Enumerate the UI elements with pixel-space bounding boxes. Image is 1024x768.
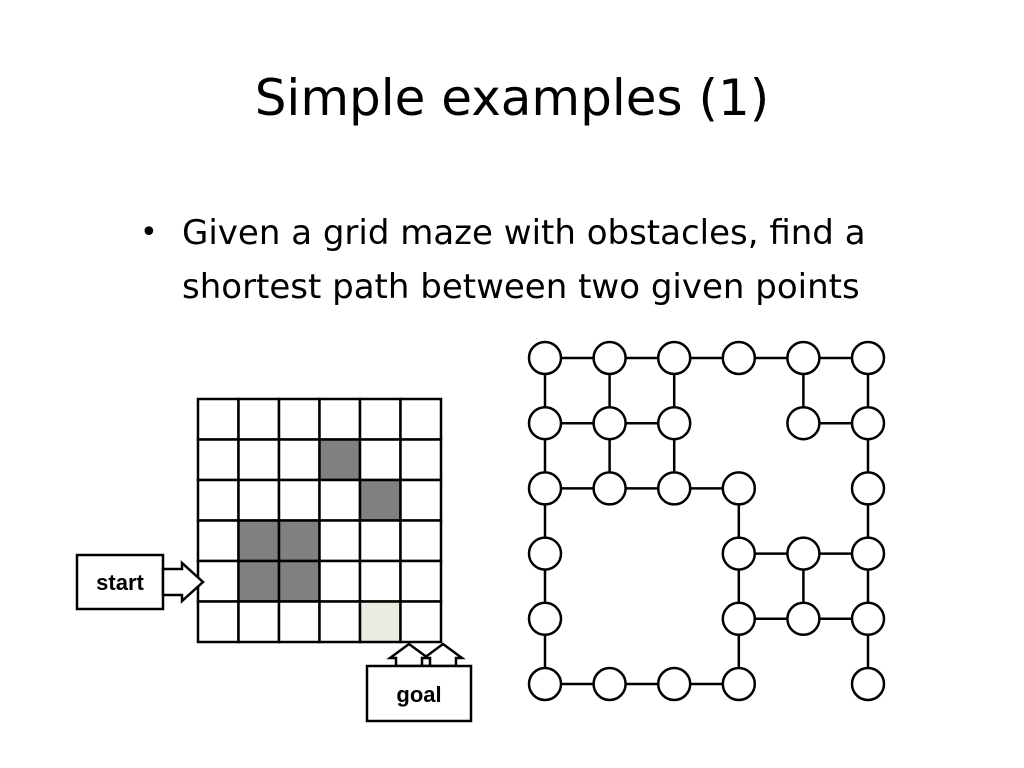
maze-cell — [399, 397, 443, 441]
graph-node — [850, 601, 886, 637]
goal-label: goal — [396, 682, 441, 707]
maze-cell — [358, 559, 402, 603]
maze-cell — [399, 478, 443, 522]
maze-cell — [358, 438, 402, 482]
graph-node — [721, 471, 757, 506]
maze-cell — [318, 519, 362, 563]
maze-cell — [358, 397, 402, 441]
maze-cell — [237, 397, 281, 441]
grid-graph — [527, 340, 886, 702]
graph-node — [786, 340, 821, 376]
graph-node — [656, 405, 692, 441]
maze-cell — [318, 478, 362, 522]
maze-cell — [399, 559, 443, 603]
maze-goal-cell — [358, 600, 402, 644]
maze-cell — [399, 519, 443, 563]
graph-node — [592, 471, 627, 506]
graph-node — [850, 340, 886, 376]
graph-node — [527, 471, 563, 506]
maze-obstacle-cell — [277, 519, 321, 563]
maze-cell — [196, 478, 240, 522]
graph-node — [592, 405, 627, 441]
goal-arrow-icon — [386, 642, 466, 668]
graph-node — [786, 536, 821, 571]
maze-cell — [318, 559, 362, 603]
maze-cell — [358, 519, 402, 563]
maze-cell — [399, 600, 443, 644]
bullet-list: • Given a grid maze with obstacles, find… — [140, 206, 960, 314]
bullet-item: • Given a grid maze with obstacles, find… — [140, 206, 960, 314]
graph-node — [850, 536, 886, 571]
graph-node — [721, 666, 757, 702]
maze-cell — [196, 397, 240, 441]
graph-node — [850, 666, 886, 702]
bullet-marker: • — [140, 215, 158, 250]
graph-node — [656, 340, 692, 376]
graph-node — [721, 601, 757, 637]
graph-node — [786, 601, 821, 637]
maze-cell — [196, 438, 240, 482]
maze-cell — [196, 559, 240, 603]
maze-cell — [196, 519, 240, 563]
maze-cell — [237, 600, 281, 644]
bullet-text-line-2: shortest path between two given points — [182, 267, 860, 307]
graph-node — [850, 471, 886, 506]
graph-node — [721, 340, 757, 376]
start-label: start — [96, 570, 144, 595]
start-arrow-icon — [161, 560, 205, 604]
maze-cell — [237, 478, 281, 522]
graph-node — [656, 471, 692, 506]
start-label-box — [75, 553, 165, 611]
maze-cell — [318, 397, 362, 441]
graph-node — [527, 405, 563, 441]
grid-maze — [196, 397, 443, 644]
maze-obstacle-cell — [318, 438, 362, 482]
graph-node — [592, 666, 627, 702]
goal-callout: goal — [365, 642, 473, 723]
maze-obstacle-cell — [358, 478, 402, 522]
maze-cell — [399, 438, 443, 482]
start-callout: start — [75, 553, 205, 611]
maze-cell — [196, 600, 240, 644]
slide-title: Simple examples (1) — [254, 69, 770, 127]
graph-node — [786, 405, 821, 441]
graph-node — [656, 666, 692, 702]
maze-cell — [277, 438, 321, 482]
bullet-text-line-1: Given a grid maze with obstacles, find a — [182, 213, 866, 253]
maze-cell — [318, 600, 362, 644]
maze-obstacle-cell — [237, 559, 281, 603]
graph-node — [527, 666, 563, 702]
graph-node — [850, 405, 886, 441]
maze-cell — [237, 438, 281, 482]
graph-node — [527, 536, 563, 571]
maze-cell — [277, 397, 321, 441]
maze-obstacle-cell — [277, 559, 321, 603]
graph-node — [592, 340, 627, 376]
graph-node — [721, 536, 757, 571]
maze-cell — [277, 600, 321, 644]
goal-label-box — [365, 664, 473, 723]
graph-node — [527, 340, 563, 376]
graph-node — [527, 601, 563, 637]
maze-cell — [277, 478, 321, 522]
maze-obstacle-cell — [237, 519, 281, 563]
